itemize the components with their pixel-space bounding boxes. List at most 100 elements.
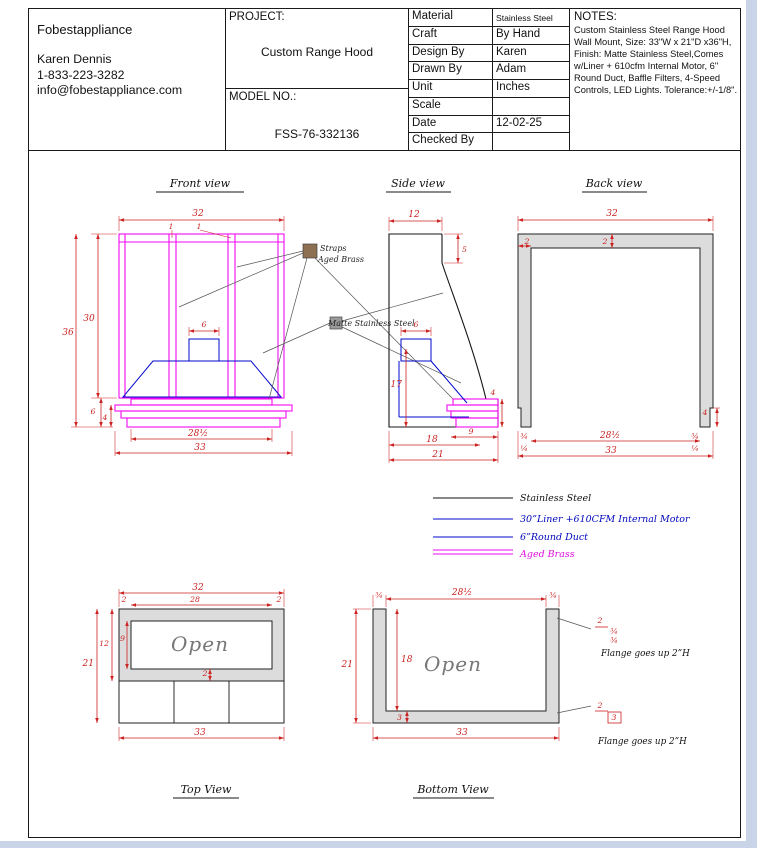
fields-table: Material Stainless Steel Craft By Hand D… (409, 9, 570, 151)
back-view-title: Back view (585, 177, 643, 190)
front-dim-strap-b: 1 (197, 222, 202, 231)
legend: Stainless Steel 30”Liner +610CFM Interna… (433, 493, 691, 560)
top-dim-wall-right: 2 (276, 595, 282, 604)
top-dim-width: 32 (192, 583, 204, 593)
back-dimensions: 32 2 2 4 ¾ ¼ ¾ ¼ 28½ 33 (517, 209, 720, 459)
bottom-view: Open ¾ 28½ ¾ 21 18 3 (341, 587, 690, 799)
bottom-open-label: Open (424, 652, 482, 676)
top-filter-section (118, 680, 285, 724)
field-row-material: Material Stainless Steel (409, 9, 569, 27)
side-dimensions: 12 5 6 17 4 18 9 21 (388, 210, 504, 463)
flange-top-dim-2: 2 (597, 616, 603, 625)
front-dim-duct-width: 6 (202, 320, 207, 329)
front-view: Front view (62, 177, 462, 456)
flange-bottom-dim-2: 2 (597, 701, 603, 710)
aged-brass-swatch (302, 243, 318, 259)
top-view: Open 32 28 2 2 12 9 21 2 (82, 583, 285, 799)
field-value: By Hand (496, 27, 541, 40)
back-dim-foot-right-b: ¼ (691, 444, 699, 453)
back-dim-foot-right: ¾ (691, 432, 699, 441)
field-label: Unit (409, 80, 493, 97)
bottom-dim-opening: 28½ (451, 587, 472, 598)
field-row-craft: Craft By Hand (409, 26, 569, 45)
top-view-title: Top View (181, 783, 232, 796)
top-dimensions: 32 28 2 2 12 9 21 2 33 (82, 583, 285, 741)
bottom-dim-base: 33 (456, 728, 468, 738)
side-dim-liner-height: 17 (391, 380, 403, 390)
legend-label-duct: 6”Round Duct (520, 532, 588, 543)
field-label: Material (409, 9, 493, 26)
side-trim-bands (446, 398, 499, 428)
field-row-drawn-by: Drawn By Adam (409, 62, 569, 80)
top-dim-opening: 28 (189, 595, 200, 604)
field-value: Karen (496, 45, 527, 58)
bottom-dim-band: 3 (397, 713, 402, 722)
drawing-sheet: Fobestappliance Karen Dennis 1-833-223-3… (28, 8, 741, 838)
field-label: Design By (409, 44, 493, 62)
notes-label: NOTES: (574, 11, 617, 23)
back-dim-wall: 2 (524, 237, 530, 246)
top-dim-inner-depth: 9 (120, 634, 125, 643)
flange-bottom-dim-3: 3 (612, 713, 617, 722)
notes-text: Custom Stainless Steel Range Hood Wall M… (574, 25, 738, 96)
field-label: Checked By (409, 133, 493, 151)
field-value: 12-02-25 (496, 116, 543, 129)
contact-phone: 1-833-223-3282 (37, 67, 125, 82)
field-row-design-by: Design By Karen (409, 44, 569, 63)
flange-top-dim-34b: ¾ (610, 636, 618, 645)
matte-steel-swatch (329, 316, 343, 330)
company-cell: Fobestappliance Karen Dennis 1-833-223-3… (29, 9, 226, 151)
front-dim-base-width: 33 (194, 443, 206, 453)
field-label: Scale (409, 97, 493, 115)
side-dim-duct: 6 (414, 320, 419, 329)
front-dim-lip-width: 28½ (187, 428, 208, 439)
project-name: Custom Range Hood (260, 45, 374, 59)
field-value: Inches (496, 81, 530, 93)
side-profile-outline (388, 233, 499, 428)
flange-bottom-dim-box (607, 711, 622, 724)
flange-bottom-label: Flange goes up 2”H (597, 737, 687, 747)
flange-top-label: Flange goes up 2”H (600, 649, 690, 659)
matte-steel-label: Matte Stainless Steel (327, 319, 415, 328)
front-view-title: Front view (169, 177, 231, 190)
side-dim-four: 4 (490, 388, 496, 397)
field-row-checked-by: Checked By (409, 133, 569, 151)
company-name: Fobestappliance (37, 22, 133, 37)
bottom-dim-wall-right: ¾ (549, 591, 557, 600)
side-dim-depth-total: 21 (431, 450, 443, 460)
front-frame-aged-brass (114, 233, 293, 428)
front-dimensions: 32 1 1 30 36 6 6 4 (62, 209, 293, 456)
field-label: Craft (409, 26, 493, 44)
straps-callout: Straps Aged Brass (178, 243, 454, 400)
flange-callout-top: 2 ¾ ¾ Flange goes up 2”H (556, 616, 690, 659)
field-value (493, 98, 569, 115)
front-dim-width: 32 (192, 209, 204, 219)
front-dim-trim-six: 6 (91, 407, 96, 416)
back-dim-width: 32 (606, 209, 618, 219)
contact-email: info@fobestappliance.com (37, 83, 183, 97)
title-block: Fobestappliance Karen Dennis 1-833-223-3… (29, 9, 740, 151)
bottom-channel-shape (372, 608, 560, 724)
top-dim-upper-depth: 12 (99, 639, 109, 648)
side-dim-nine: 9 (469, 427, 474, 436)
field-row-unit: Unit Inches (409, 80, 569, 98)
flange-top-dim-34a: ¾ (610, 627, 618, 636)
field-value: Stainless Steel (496, 13, 553, 23)
flange-callout-bottom: 2 3 Flange goes up 2”H (556, 701, 687, 747)
side-view: Side view 12 (386, 177, 504, 463)
window-background-right (746, 0, 757, 848)
back-dim-foot-left: ¾ (520, 432, 528, 441)
project-label: PROJECT: (229, 11, 285, 23)
field-row-date: Date 12-02-25 (409, 115, 569, 134)
back-view: Back view 32 2 2 4 ¾ ¼ ¾ ¼ 2 (517, 177, 720, 459)
side-dim-eighteen: 18 (426, 435, 438, 445)
company-contact: Karen Dennis 1-833-223-3282 info@fobesta… (37, 52, 225, 99)
model-number: FSS-76-332136 (274, 127, 360, 141)
side-profile-slope (441, 234, 487, 400)
top-dim-back-wall: 2 (202, 669, 208, 678)
top-dim-total-depth: 21 (82, 659, 94, 669)
aged-brass-label: Aged Brass (317, 255, 364, 264)
side-view-title: Side view (391, 177, 445, 190)
bottom-dimensions: ¾ 28½ ¾ 21 18 3 33 (341, 587, 560, 741)
project-cell: PROJECT: Custom Range Hood (226, 9, 409, 89)
